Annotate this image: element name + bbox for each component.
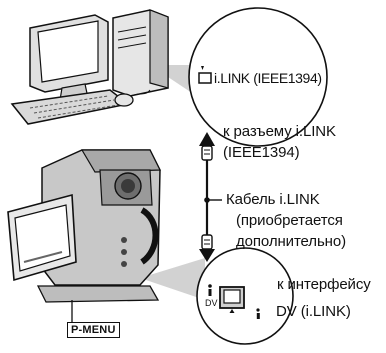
dv-small-label: DV <box>205 298 218 308</box>
cable-label-line2: (приобретается <box>236 212 343 229</box>
camcorder-callout-wedge <box>140 258 205 300</box>
pc-port-bubble <box>188 7 328 147</box>
connector-label-line1: к разъему i.LINK <box>223 123 336 140</box>
ilink-symbol-icon <box>256 308 260 319</box>
ilink-cable <box>199 132 222 262</box>
connector-label-line2: (IEEE1394) <box>223 144 300 161</box>
interface-label-line1: к интерфейсу <box>277 276 371 293</box>
ilink-port-icon <box>198 66 212 84</box>
camcorder-icon <box>7 149 161 322</box>
cable-label-line3: дополнительно) <box>236 233 346 250</box>
cable-label-line1: Кабель i.LINK <box>226 191 320 208</box>
interface-label-line2: DV (i.LINK) <box>276 303 351 320</box>
arrow-down-icon <box>199 249 215 262</box>
arrow-up-icon <box>199 132 215 146</box>
dv-port-bubble <box>196 247 294 345</box>
ilink-symbol-icon <box>208 284 212 296</box>
pmenu-button-label: P-MENU <box>67 322 120 338</box>
computer-icon <box>10 9 169 125</box>
dv-port-icon <box>219 286 245 313</box>
ilink-port-label: i.LINK (IEEE1394) <box>214 70 322 86</box>
